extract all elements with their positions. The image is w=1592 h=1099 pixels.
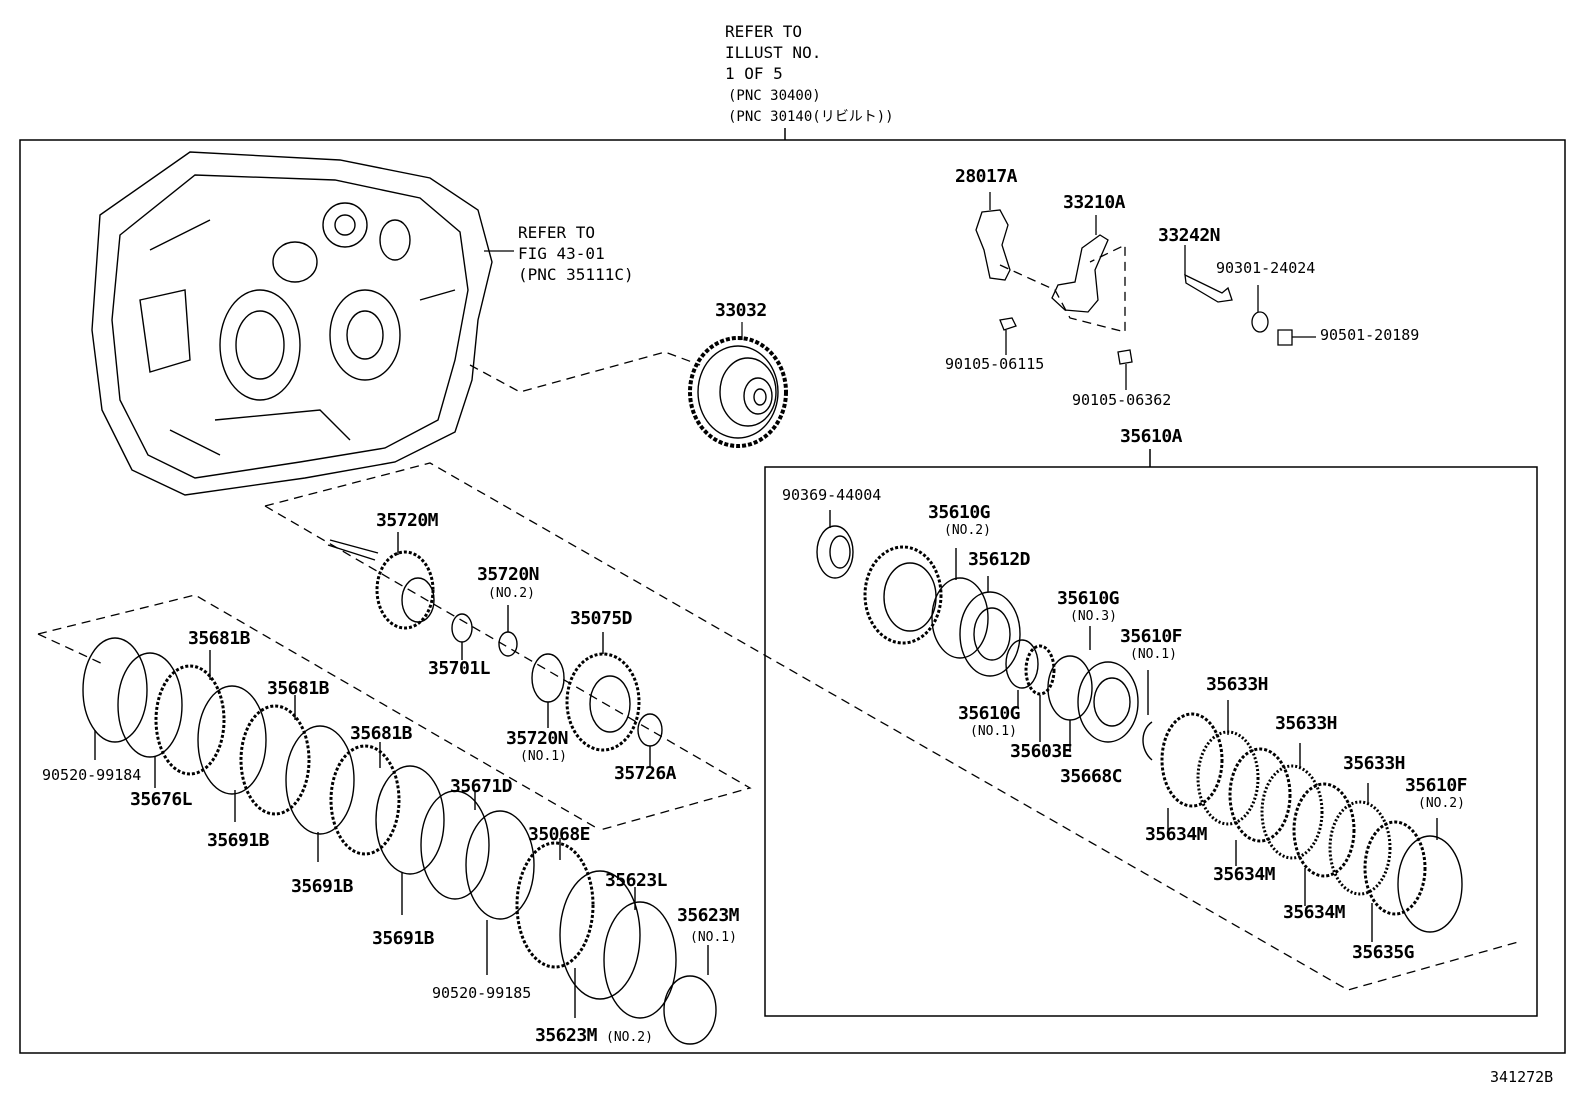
- header-ref-line3: 1 OF 5: [725, 64, 783, 83]
- part-35691B-a[interactable]: 35691B: [207, 830, 270, 851]
- header-ref-line1: REFER TO: [725, 22, 803, 41]
- part-35610F-no2[interactable]: 35610F: [1405, 775, 1468, 796]
- left-clutch-pack: [82, 637, 717, 1045]
- part-35633H-c[interactable]: 35633H: [1343, 753, 1406, 774]
- case-to-gear-dash: [469, 351, 701, 393]
- part-33210A[interactable]: 33210A: [1063, 192, 1126, 213]
- planetary-dash: [264, 505, 752, 831]
- gear-33032: [688, 336, 788, 448]
- part-35668C[interactable]: 35668C: [1060, 766, 1123, 787]
- case-ref-line2: FIG 43-01: [518, 244, 605, 263]
- part-35681B-a[interactable]: 35681B: [188, 628, 251, 649]
- lever-parts: [975, 192, 1316, 390]
- part-35635G[interactable]: 35635G: [1352, 942, 1415, 963]
- part-35610A[interactable]: 35610A: [1120, 426, 1183, 447]
- part-35623M-no1[interactable]: 35623M: [677, 905, 740, 926]
- part-35603E[interactable]: 35603E: [1010, 741, 1073, 762]
- part-35610F-no1[interactable]: 35610F: [1120, 626, 1183, 647]
- part-35633H-a[interactable]: 35633H: [1206, 674, 1269, 695]
- part-28017A[interactable]: 28017A: [955, 166, 1018, 187]
- part-35720N-no2[interactable]: 35720N: [477, 564, 540, 585]
- part-90105-06362[interactable]: 90105-06362: [1072, 391, 1172, 409]
- right-clutch-rings: [1160, 700, 1463, 942]
- part-35612D[interactable]: 35612D: [968, 549, 1031, 570]
- part-35634M-a[interactable]: 35634M: [1145, 824, 1208, 845]
- part-35720N-no1-sub: (NO.1): [520, 749, 567, 764]
- part-90501-20189[interactable]: 90501-20189: [1320, 326, 1420, 344]
- part-35720M[interactable]: 35720M: [376, 510, 439, 531]
- part-35681B-b[interactable]: 35681B: [267, 678, 330, 699]
- part-35726A[interactable]: 35726A: [614, 763, 677, 784]
- part-35610G-no3[interactable]: 35610G: [1057, 588, 1120, 609]
- part-33242N[interactable]: 33242N: [1158, 225, 1221, 246]
- part-35610F-no2-sub: (NO.2): [1418, 796, 1465, 811]
- clutch-group-parts: [816, 510, 1153, 761]
- clutch-group-frame: [764, 466, 1538, 1017]
- part-35623L[interactable]: 35623L: [605, 870, 668, 891]
- part-35610G-no1[interactable]: 35610G: [958, 703, 1021, 724]
- case-ref-line3: (PNC 35111C): [518, 265, 634, 284]
- part-90520-99185[interactable]: 90520-99185: [432, 984, 532, 1002]
- transmission-case: [91, 151, 493, 496]
- part-35691B-b[interactable]: 35691B: [291, 876, 354, 897]
- part-35701L[interactable]: 35701L: [428, 658, 491, 679]
- header-ref-line2: ILLUST NO.: [725, 43, 822, 62]
- part-35623M-no1-sub: (NO.1): [690, 930, 737, 945]
- part-35610G-no1-sub: (NO.1): [970, 724, 1017, 739]
- part-35610F-no1-sub: (NO.1): [1130, 647, 1177, 662]
- part-35634M-c[interactable]: 35634M: [1283, 902, 1346, 923]
- clutch-pack-dash-left: [37, 633, 106, 666]
- part-35671D[interactable]: 35671D: [450, 776, 513, 797]
- part-35623M-no2[interactable]: 35623M: [535, 1025, 598, 1046]
- part-35075D[interactable]: 35075D: [570, 608, 633, 629]
- part-35610G-no2[interactable]: 35610G: [928, 502, 991, 523]
- part-35610G-no2-sub: (NO.2): [944, 523, 991, 538]
- part-90369-44004[interactable]: 90369-44004: [782, 486, 882, 504]
- header-ref-line4: (PNC 30400): [728, 88, 821, 104]
- part-35676L[interactable]: 35676L: [130, 789, 193, 810]
- case-ref-line1: REFER TO: [518, 223, 596, 242]
- part-35610G-no3-sub: (NO.3): [1070, 609, 1117, 624]
- figure-id: 341272B: [1490, 1068, 1554, 1086]
- part-35720N-no1[interactable]: 35720N: [506, 728, 569, 749]
- header-ref-line5: (PNC 30140(リビルト)): [728, 109, 894, 125]
- part-35720N-no2-sub: (NO.2): [488, 586, 535, 601]
- part-35634M-b[interactable]: 35634M: [1213, 864, 1276, 885]
- part-35691B-c[interactable]: 35691B: [372, 928, 435, 949]
- part-33032[interactable]: 33032: [715, 300, 767, 321]
- part-35068E[interactable]: 35068E: [528, 824, 591, 845]
- lever-dash: [999, 243, 1126, 333]
- part-35623M-no2-sub: (NO.2): [606, 1030, 653, 1045]
- part-90520-99184[interactable]: 90520-99184: [42, 766, 142, 784]
- part-35633H-b[interactable]: 35633H: [1275, 713, 1338, 734]
- part-35681B-c[interactable]: 35681B: [350, 723, 413, 744]
- clutch-pack-dash: [37, 594, 601, 831]
- part-90105-06115[interactable]: 90105-06115: [945, 355, 1045, 373]
- outer-frame: [19, 139, 1566, 1054]
- planetary-parts: [327, 532, 663, 768]
- part-90301-24024[interactable]: 90301-24024: [1216, 259, 1316, 277]
